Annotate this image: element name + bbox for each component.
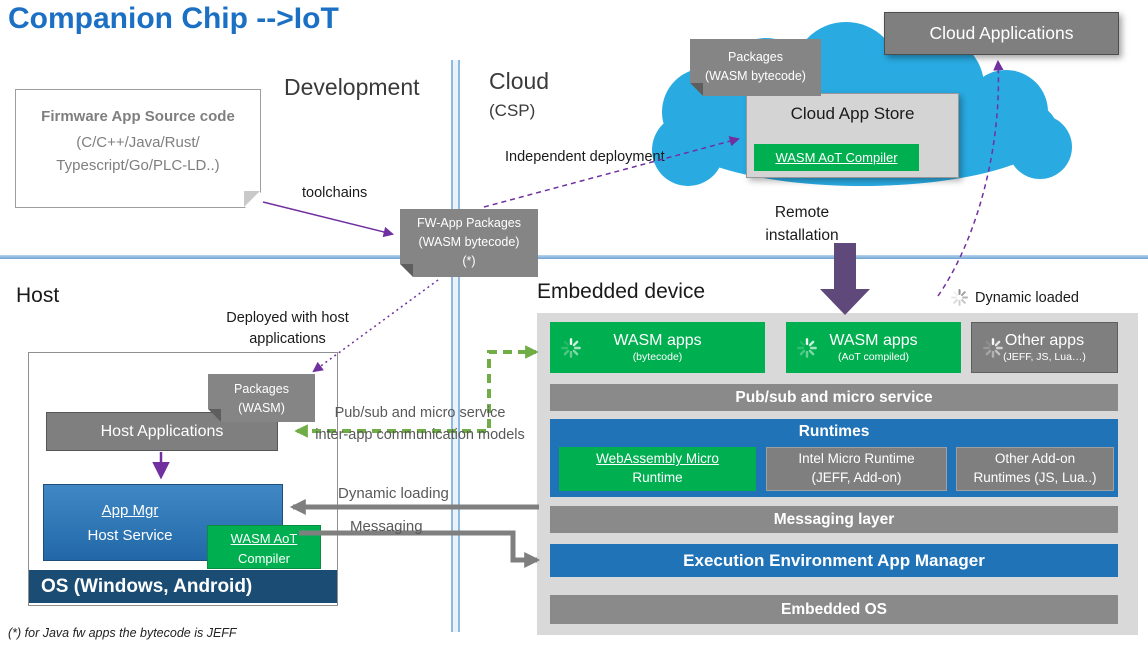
pubsub-note-label: Pub/sub and micro service inter-app comm…	[315, 405, 525, 443]
runtime-intel-line2: (JEFF, Add-on)	[811, 470, 902, 485]
exec-env-bar: Execution Environment App Manager	[550, 544, 1118, 577]
page-title: Companion Chip -->IoT	[8, 2, 339, 35]
cloud-packages-line2: (WASM bytecode)	[705, 68, 806, 83]
fw-packages-line1: FW-App Packages	[417, 216, 521, 230]
cloud-applications-box: Cloud Applications	[884, 12, 1119, 55]
runtime-other-line2: Runtimes (JS, Lua..)	[973, 470, 1097, 485]
wasm-apps-aot-title: WASM apps	[829, 332, 918, 349]
spinner-icon	[561, 337, 581, 358]
fw-packages-line3: (*)	[462, 253, 476, 268]
csp-label: (CSP)	[489, 101, 536, 120]
host-aot-line1: WASM AoT	[230, 531, 298, 546]
independent-deployment-label: Independent deployment	[505, 149, 665, 165]
firmware-languages-line2: Typescript/Go/PLC-LD..)	[56, 157, 220, 174]
fw-packages-line2: (WASM bytecode)	[418, 234, 520, 249]
dynamic-loaded-group: Dynamic loaded	[950, 288, 1079, 307]
remote-installation-label: Remote installation	[765, 204, 839, 244]
runtime-wamr-line1: WebAssembly Micro	[596, 451, 719, 467]
runtime-intel-box: Intel Micro Runtime (JEFF, Add-on)	[766, 447, 947, 491]
messaging-layer-bar: Messaging layer	[550, 506, 1118, 533]
runtime-wamr-line2: Runtime	[632, 470, 683, 485]
deployed-with-host-label: Deployed with host applications	[226, 310, 349, 347]
spinner-icon	[983, 337, 1003, 358]
host-label: Host	[16, 284, 60, 307]
runtime-intel-line1: Intel Micro Runtime	[798, 451, 915, 467]
toolchains-arrow	[262, 201, 395, 238]
host-aot-line2: Compiler	[237, 551, 290, 567]
wasm-apps-bytecode-sub: (bytecode)	[632, 351, 683, 363]
runtime-other-line1: Other Add-on	[994, 451, 1076, 467]
host-os-bar: OS (Windows, Android)	[29, 570, 337, 603]
cloud-packages-line1: Packages	[728, 50, 783, 64]
cloud-packages-tag: Packages (WASM bytecode)	[690, 39, 821, 96]
development-label: Development	[284, 74, 420, 100]
wasm-apps-aot-sub: (AoT compiled)	[838, 351, 909, 363]
embedded-device-panel: WASM apps (bytecode) WASM apps (AoT comp…	[537, 313, 1138, 635]
embedded-os-bar: Embedded OS	[550, 595, 1118, 624]
footnote: (*) for Java fw apps the bytecode is JEF…	[8, 626, 237, 640]
other-apps-sub: (JEFF, JS, Lua…)	[1003, 351, 1086, 363]
wasm-apps-aot-box: WASM apps (AoT compiled)	[786, 322, 961, 373]
messaging-label: Messaging	[350, 518, 423, 535]
spinner-icon	[950, 288, 969, 307]
divider-horizontal	[0, 255, 1148, 259]
cloud-app-store-title: Cloud App Store	[790, 104, 915, 123]
dynamic-loading-label: Dynamic loading	[338, 485, 449, 502]
cloud-label: Cloud	[489, 68, 550, 94]
wasm-aot-compiler-cloud: WASM AoT Compiler	[754, 144, 919, 171]
runtimes-title: Runtimes	[798, 423, 870, 440]
host-packages-line1: Packages	[234, 382, 289, 396]
dynamic-loaded-label: Dynamic loaded	[975, 289, 1079, 306]
firmware-source-box: Firmware App Source code (C/C++/Java/Rus…	[15, 89, 261, 208]
pubsub-bar: Pub/sub and micro service	[550, 384, 1118, 411]
embedded-device-label: Embedded device	[537, 280, 706, 303]
app-mgr-line2: Host Service	[87, 527, 173, 544]
toolchains-label: toolchains	[302, 185, 368, 201]
firmware-source-title: Firmware App Source code	[41, 108, 235, 125]
remote-install-arrow	[820, 243, 870, 315]
wasm-apps-bytecode-title: WASM apps	[613, 332, 702, 349]
cloud-app-store-box: Cloud App Store WASM AoT Compiler	[746, 93, 959, 178]
fw-app-packages-tag: FW-App Packages (WASM bytecode) (*)	[400, 209, 538, 277]
wasm-apps-bytecode-box: WASM apps (bytecode)	[550, 322, 765, 373]
host-packages-line2: (WASM)	[238, 400, 285, 415]
app-mgr-line1: App Mgr	[101, 502, 159, 519]
other-apps-title: Other apps	[1004, 332, 1085, 349]
spinner-icon	[797, 337, 817, 358]
runtime-wamr-box: WebAssembly Micro Runtime	[559, 447, 756, 491]
runtime-other-box: Other Add-on Runtimes (JS, Lua..)	[956, 447, 1114, 491]
wasm-aot-compiler-host: WASM AoT Compiler	[207, 525, 321, 569]
firmware-languages-line1: (C/C++/Java/Rust/	[76, 134, 200, 151]
other-apps-box: Other apps (JEFF, JS, Lua…)	[971, 322, 1118, 373]
divider-vertical	[451, 60, 460, 632]
runtimes-panel: Runtimes WebAssembly Micro Runtime Intel…	[550, 419, 1118, 497]
